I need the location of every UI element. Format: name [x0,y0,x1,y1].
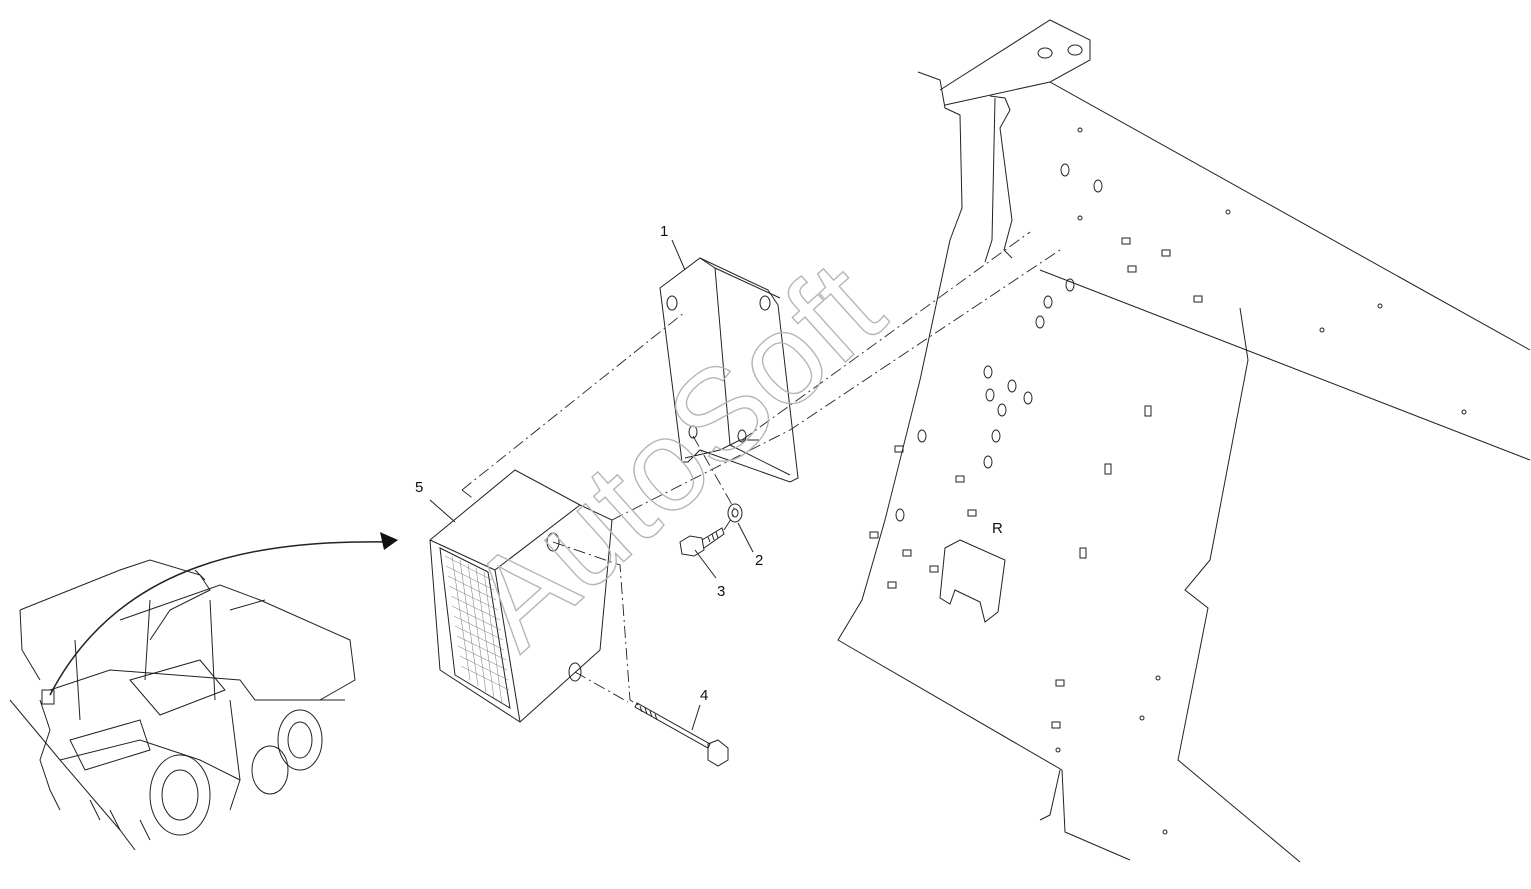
watermark: AutoSoft [441,234,909,676]
callout-leaders [429,239,754,731]
assembly-lines [461,231,1061,707]
machine-frame: R [837,19,1531,863]
short-screw [679,527,725,557]
frame-marking: R [992,520,1003,537]
callout-2: 2 [755,552,763,569]
washer [727,503,743,523]
callout-1: 1 [660,223,668,240]
mounting-bracket [659,257,799,483]
location-arrow [49,541,389,696]
callout-3: 3 [717,583,725,600]
arrow-head [380,532,398,550]
long-bolt [634,702,729,767]
reflector-lens-grid [444,555,510,705]
callout-5: 5 [415,479,423,496]
reflector-housing [429,469,613,723]
paver-machine-illustration [9,559,356,851]
callout-4: 4 [700,687,708,704]
frame-holes [869,127,1467,835]
